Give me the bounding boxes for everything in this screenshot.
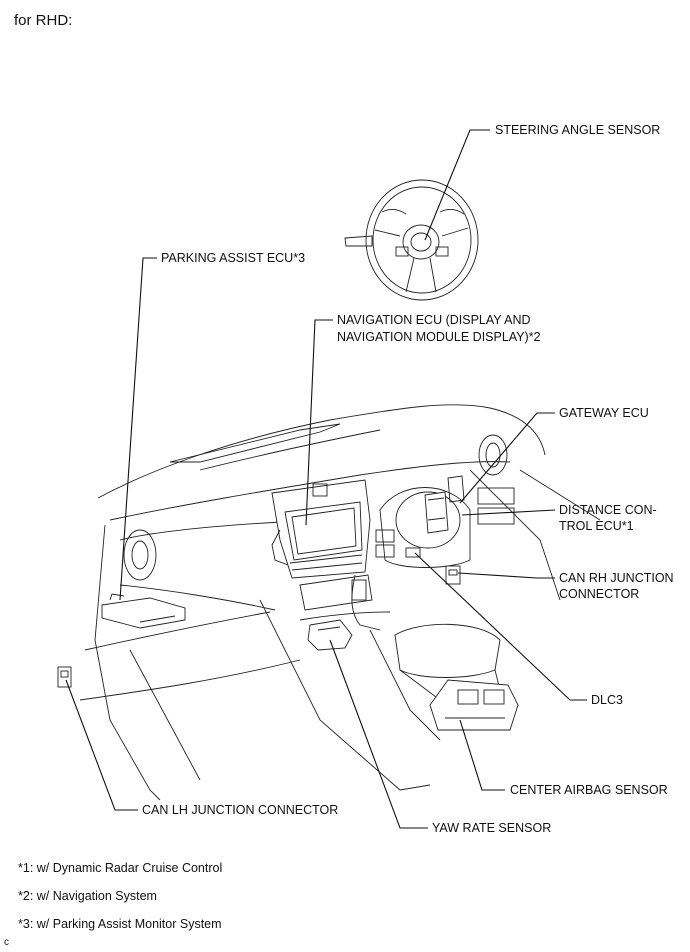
- label-center-airbag-sensor: CENTER AIRBAG SENSOR: [510, 783, 668, 797]
- label-distance-control-ecu-line2: TROL ECU*1: [559, 519, 634, 533]
- footnote-1: *1: w/ Dynamic Radar Cruise Control: [18, 861, 223, 875]
- label-distance-control-ecu-line1: DISTANCE CON-: [559, 503, 657, 517]
- label-can-lh-junction-connector: CAN LH JUNCTION CONNECTOR: [142, 803, 339, 817]
- footnote-3: *3: w/ Parking Assist Monitor System: [18, 917, 222, 931]
- leader-lines: [65, 129, 587, 829]
- component-parts-drawing: [57, 475, 465, 688]
- label-yaw-rate-sensor: YAW RATE SENSOR: [432, 821, 552, 835]
- center-console-drawing: [259, 574, 519, 791]
- footnote-2: *2: w/ Navigation System: [18, 889, 157, 903]
- label-navigation-ecu-line1: NAVIGATION ECU (DISPLAY AND: [337, 313, 531, 327]
- dashboard-drawing: [79, 404, 601, 801]
- navigation-display-drawing: [271, 479, 391, 621]
- label-gateway-ecu: GATEWAY ECU: [559, 406, 649, 420]
- page-header: for RHD:: [14, 12, 73, 29]
- label-dlc3: DLC3: [591, 693, 623, 707]
- corner-mark: c: [4, 937, 9, 948]
- steering-wheel-drawing: [344, 179, 479, 301]
- label-can-rh-junction-line1: CAN RH JUNCTION: [559, 571, 674, 585]
- label-steering-angle-sensor: STEERING ANGLE SENSOR: [495, 123, 661, 137]
- label-can-rh-junction-line2: CONNECTOR: [559, 587, 640, 601]
- label-parking-assist-ecu: PARKING ASSIST ECU*3: [161, 251, 306, 265]
- label-navigation-ecu-line2: NAVIGATION MODULE DISPLAY)*2: [337, 330, 541, 344]
